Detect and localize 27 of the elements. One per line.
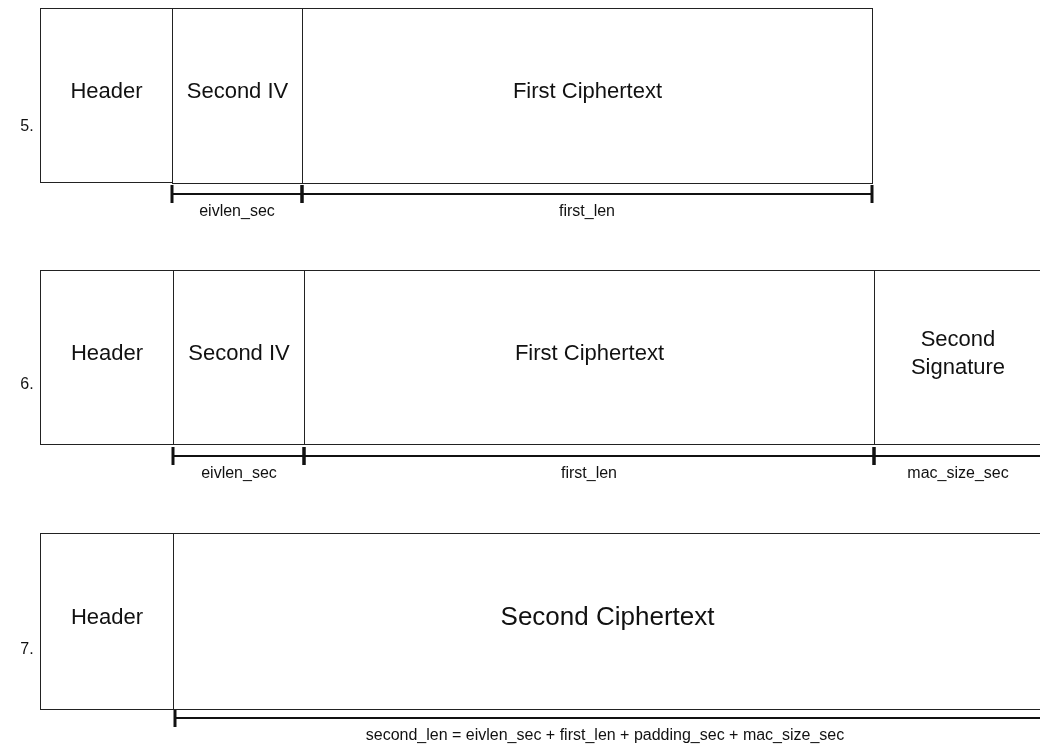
- field-label: Header: [69, 602, 145, 631]
- field-label: Second Signature: [909, 325, 1007, 380]
- field-box: [874, 270, 1040, 445]
- field-box: [304, 270, 875, 445]
- row-number: 7.: [20, 640, 34, 658]
- field-label: Header: [69, 76, 144, 105]
- field-label: Second IV: [185, 77, 290, 105]
- field-label: First Ciphertext: [513, 338, 666, 367]
- length-label: eivlen_sec: [201, 464, 277, 482]
- row-number: 5.: [20, 117, 34, 135]
- length-label: first_len: [559, 202, 615, 220]
- field-box: [40, 270, 174, 445]
- field-label: Second Ciphertext: [499, 600, 716, 633]
- field-box: [172, 8, 303, 184]
- field-box: [173, 533, 1040, 710]
- length-label: eivlen_sec: [199, 202, 275, 220]
- length-label: mac_size_sec: [907, 464, 1009, 482]
- field-box: [302, 8, 873, 184]
- field-box: [40, 533, 174, 710]
- field-box: [40, 8, 173, 183]
- field-label: Header: [69, 338, 145, 367]
- field-label: First Ciphertext: [511, 77, 664, 105]
- row-number: 6.: [20, 375, 34, 393]
- field-label: Second IV: [187, 338, 291, 367]
- field-box: [173, 270, 305, 445]
- length-label: second_len = eivlen_sec + first_len + padding_sec + mac_size_sec: [365, 726, 845, 744]
- length-label: first_len: [561, 464, 617, 482]
